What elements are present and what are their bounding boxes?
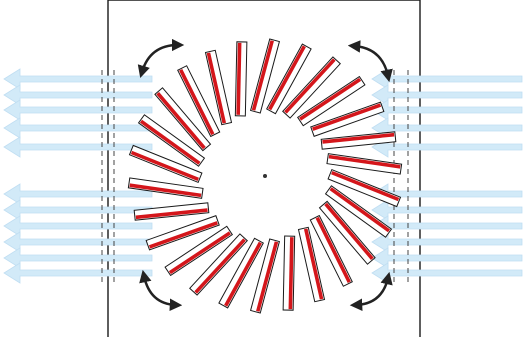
- curved-double-arrow-icon: [356, 278, 388, 305]
- curved-double-arrow-icon: [354, 46, 388, 76]
- left-pointing-arrow-icon: [4, 69, 152, 89]
- left-pointing-arrow-icon: [4, 216, 152, 236]
- blade: [327, 154, 402, 174]
- left-pointing-arrow-icon: [4, 100, 152, 120]
- left-pointing-arrow-icon: [4, 248, 152, 268]
- left-pointing-arrow-icon: [4, 232, 152, 252]
- curved-double-arrow-icon: [142, 45, 178, 72]
- left-pointing-arrow-icon: [4, 118, 152, 138]
- left-pointing-arrow-icon: [4, 200, 152, 220]
- left-pointing-arrow-icon: [4, 85, 152, 105]
- curved-double-arrow-icon: [144, 276, 176, 305]
- blade: [134, 203, 209, 220]
- left-pointing-arrow-icon: [4, 263, 152, 283]
- blade: [235, 42, 247, 116]
- blade: [283, 236, 295, 310]
- hub-pivot-dot: [263, 174, 267, 178]
